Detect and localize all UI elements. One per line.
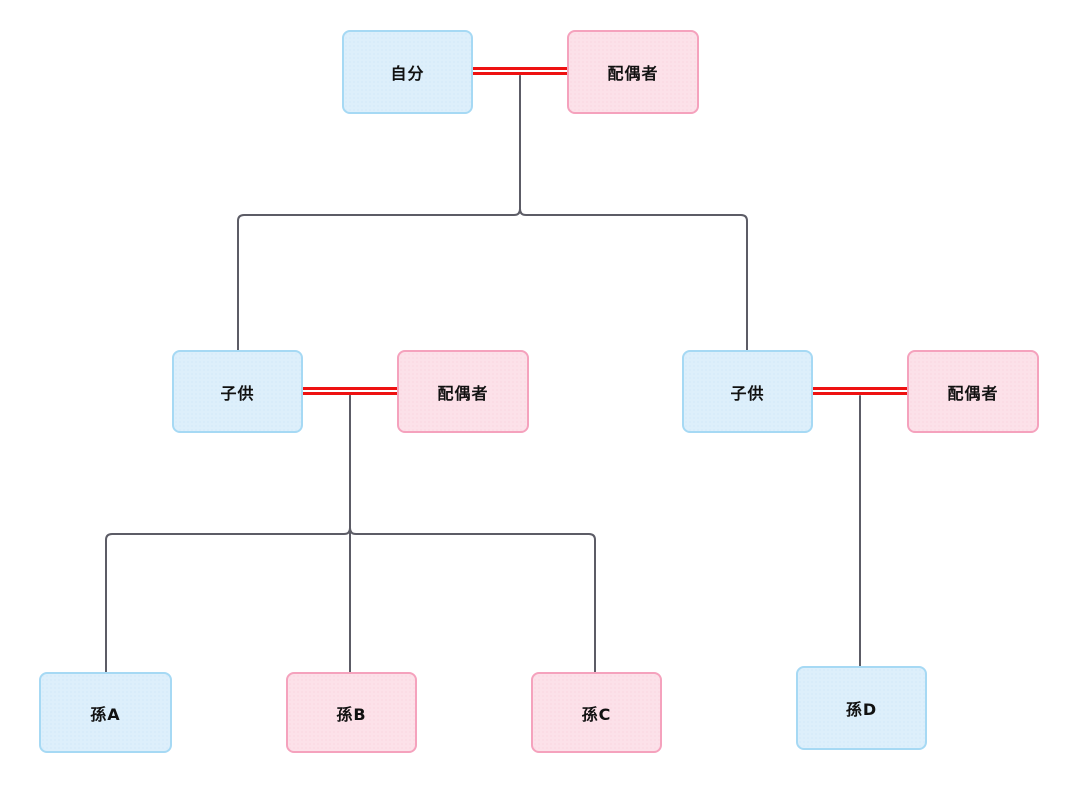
node-grandchild-b-label: 孫B (336, 704, 367, 724)
node-grandchild-d: 孫D (796, 666, 927, 750)
node-child-right: 子供 (682, 350, 813, 433)
node-grandchild-b: 孫B (286, 672, 417, 753)
node-spouse-top-label: 配偶者 (607, 64, 659, 83)
node-spouse-left: 配偶者 (397, 350, 529, 433)
node-grandchild-a: 孫A (39, 672, 172, 753)
node-spouse-left-label: 配偶者 (437, 383, 489, 403)
node-grandchild-c: 孫C (531, 672, 662, 753)
node-child-left: 子供 (172, 350, 303, 433)
node-self-label: 自分 (390, 64, 425, 83)
descent-line-top-to-left-child (237, 75, 521, 351)
node-child-left-label: 子供 (220, 383, 255, 403)
descent-line-left-to-grandchild-a (105, 395, 351, 673)
marriage-link-left (303, 387, 397, 395)
node-self: 自分 (342, 30, 473, 114)
node-grandchild-a-label: 孫A (90, 704, 121, 724)
node-spouse-right-label: 配偶者 (947, 383, 999, 403)
node-grandchild-d-label: 孫D (845, 700, 878, 719)
marriage-link-right (813, 387, 907, 395)
node-child-right-label: 子供 (730, 383, 765, 403)
descent-line-left-to-grandchild-c (349, 395, 596, 673)
marriage-link-top (473, 67, 567, 75)
node-grandchild-c-label: 孫C (581, 704, 612, 724)
descent-line-top-to-right-child (519, 75, 748, 351)
node-spouse-right: 配偶者 (907, 350, 1039, 433)
node-spouse-top: 配偶者 (567, 30, 699, 114)
